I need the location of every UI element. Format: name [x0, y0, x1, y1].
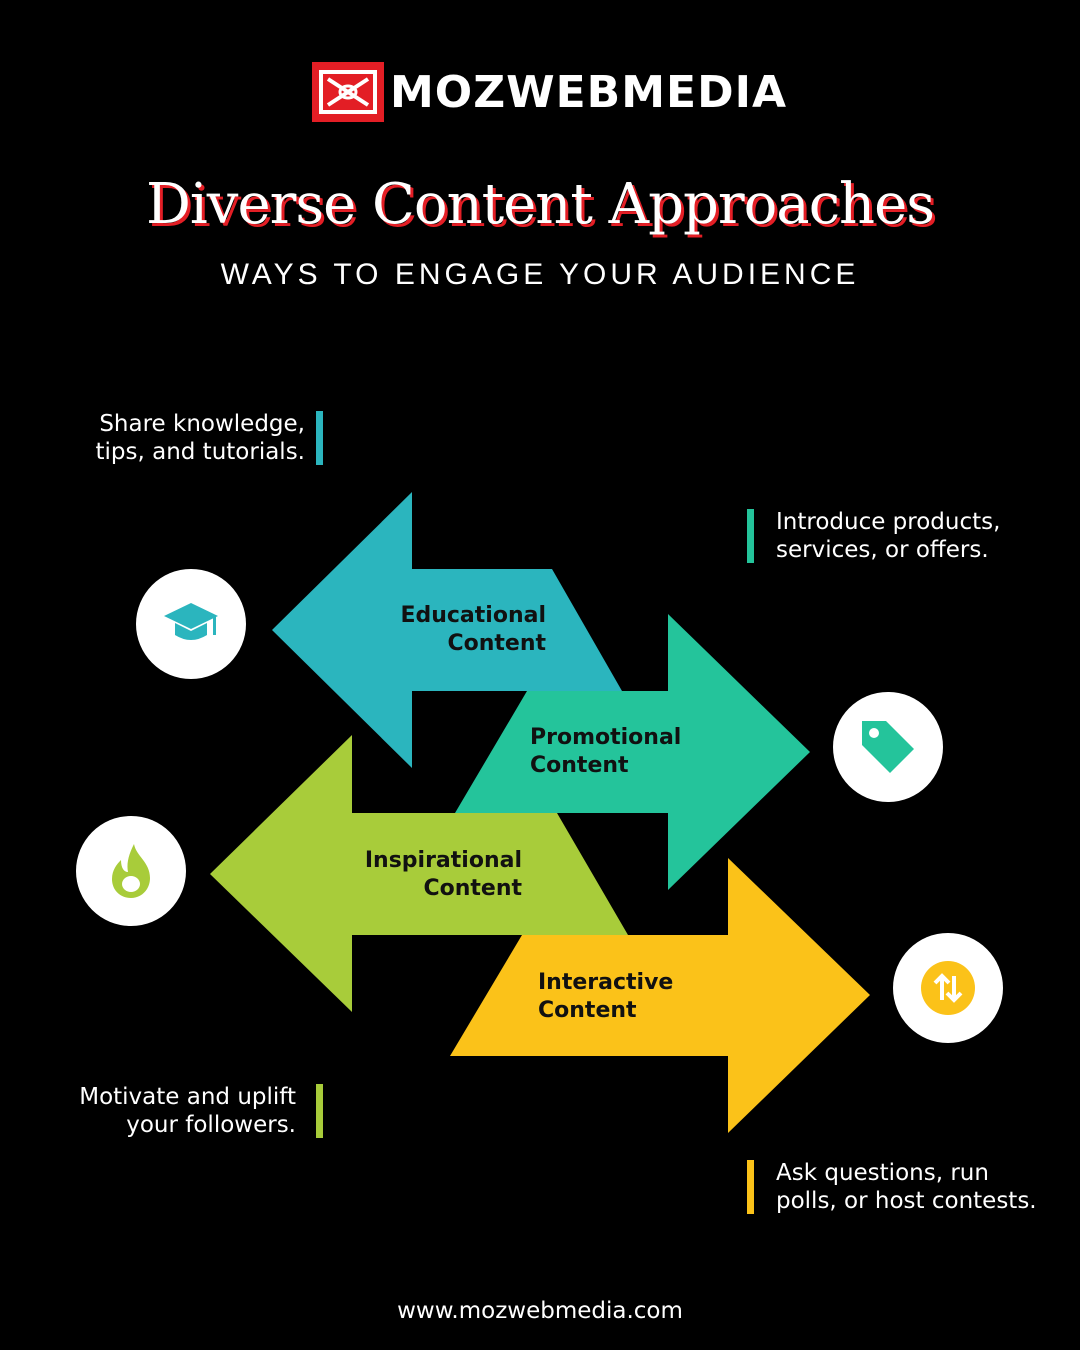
graduation-cap-icon [164, 603, 218, 640]
brand-logo: MOZWEBMEDIA [312, 62, 787, 122]
interactive-icon-circle [893, 933, 1003, 1043]
flame-icon [112, 844, 150, 898]
inspirational-icon-circle [76, 816, 186, 926]
inspirational-description: Motivate and uplift your followers. [79, 1084, 296, 1138]
interactive-label: Interactive Content [538, 970, 674, 1023]
inspirational-label: Inspirational Content [364, 848, 522, 901]
interactive-arrow [450, 858, 870, 1133]
promotional-arrow [455, 614, 810, 890]
interactive-bar [747, 1160, 754, 1214]
logo-mark-icon [312, 62, 384, 122]
footer-url[interactable]: www.mozwebmedia.com [397, 1298, 683, 1324]
educational-icon-circle [136, 569, 246, 679]
educational-description: Share knowledge, tips, and tutorials. [95, 411, 305, 465]
educational-bar [316, 411, 323, 465]
inspirational-arrow [210, 735, 628, 1012]
brand-name: MOZWEBMEDIA [390, 66, 788, 118]
page-title: Diverse Content Approaches [146, 172, 935, 237]
promotional-bar [747, 509, 754, 563]
promotional-description: Introduce products, services, or offers. [776, 509, 1001, 563]
interactive-description: Ask questions, run polls, or host contes… [776, 1160, 1037, 1214]
price-tag-icon [862, 721, 914, 773]
inspirational-bar [316, 1084, 323, 1138]
promotional-label: Promotional Content [530, 725, 682, 778]
swap-arrows-icon [921, 961, 975, 1015]
educational-label: Educational Content [400, 603, 546, 656]
educational-arrow [272, 492, 622, 768]
page-subtitle: WAYS TO ENGAGE YOUR AUDIENCE [220, 258, 860, 291]
promotional-icon-circle [833, 692, 943, 802]
